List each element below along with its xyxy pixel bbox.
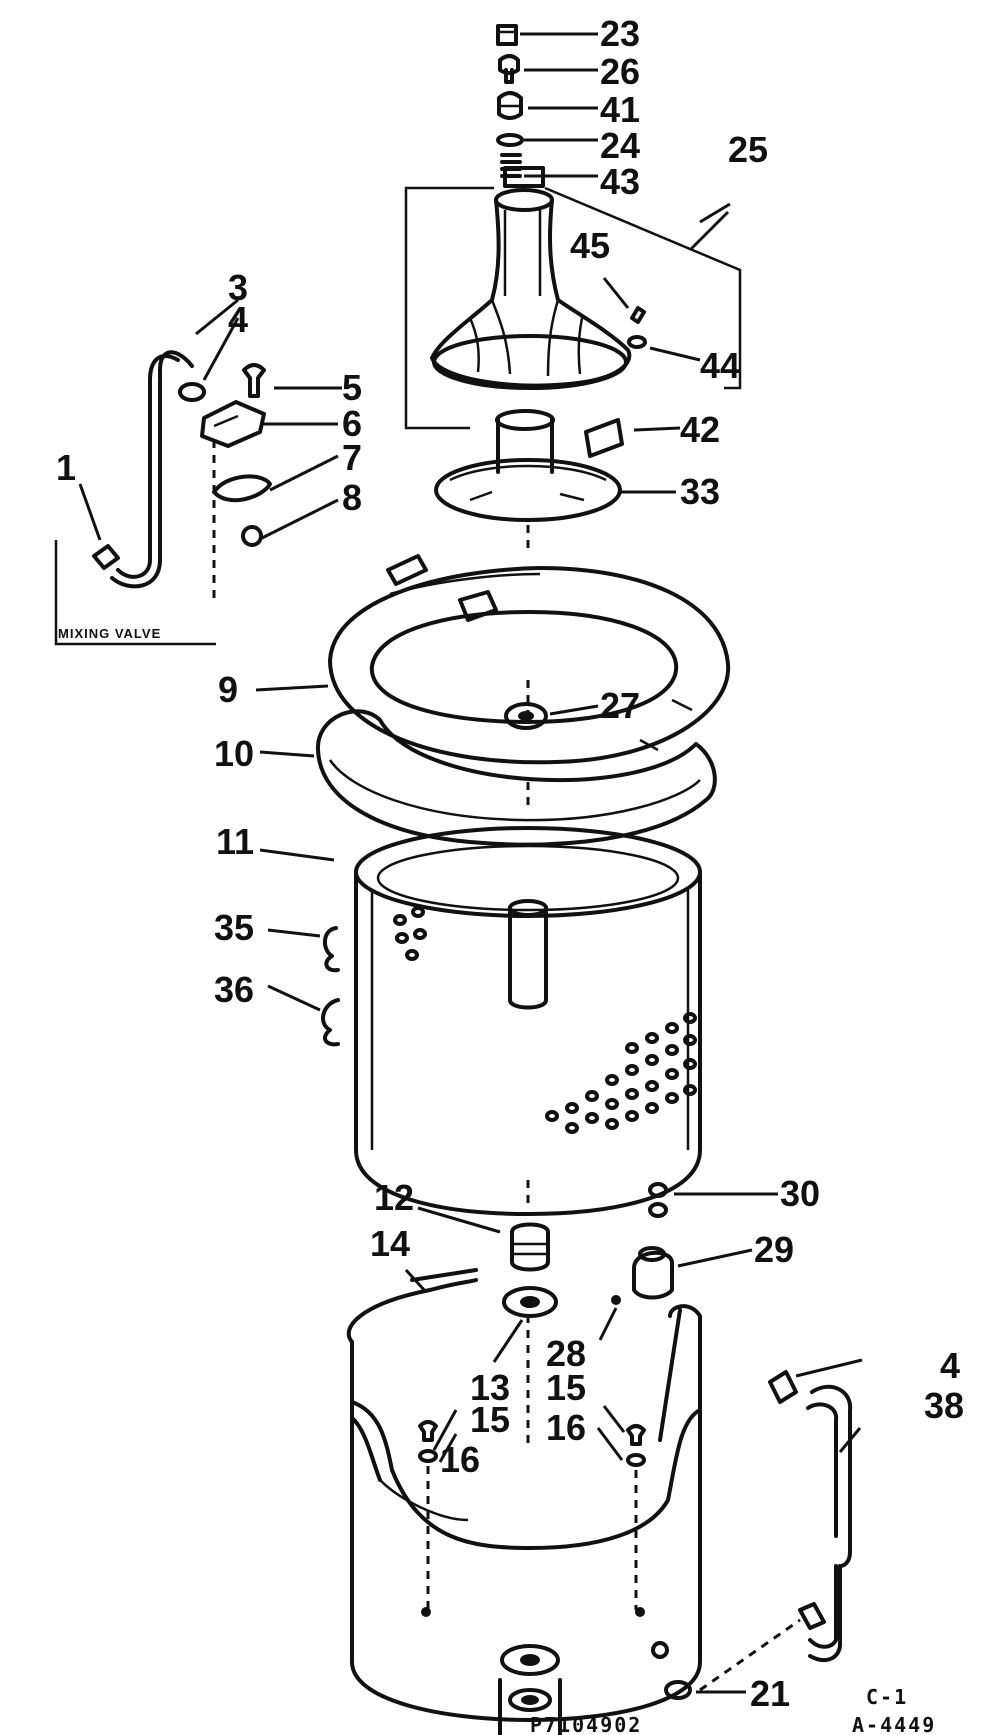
label-24: 24 (600, 125, 640, 166)
label-25: 25 (728, 129, 768, 170)
tub-ring-9 (328, 554, 731, 765)
washer-16-right (626, 1453, 646, 1467)
label-23: 23 (600, 13, 640, 54)
sheet-id: C-1 (866, 1685, 908, 1709)
label-36: 36 (214, 969, 254, 1010)
drain-hose-38 (699, 1384, 853, 1692)
label-35: 35 (214, 907, 254, 948)
tub-gasket-10 (315, 709, 717, 847)
label-42: 42 (680, 409, 720, 450)
label-14: 14 (370, 1223, 410, 1264)
fill-hose-3 (110, 350, 194, 589)
label-45: 45 (570, 225, 610, 266)
label-33: 33 (680, 471, 720, 512)
label-13: 13 (470, 1367, 510, 1408)
label-43: 43 (600, 161, 640, 202)
clip-44 (627, 335, 647, 349)
reference-code: A-4449 (852, 1713, 936, 1735)
label-10: 10 (214, 733, 254, 774)
agitator-nut-41 (497, 91, 523, 120)
label-15-right: 15 (546, 1367, 586, 1408)
seal-13 (502, 1286, 558, 1318)
label-8: 8 (342, 477, 362, 518)
clamp-4 (178, 382, 206, 402)
tub-nut-27 (504, 702, 548, 730)
label-26: 26 (600, 51, 640, 92)
label-15-left: 15 (470, 1399, 510, 1440)
label-3: 3 (228, 267, 248, 308)
label-29: 29 (754, 1229, 794, 1270)
label-27: 27 (600, 685, 640, 726)
label-12: 12 (374, 1177, 414, 1218)
drive-block-42 (584, 418, 624, 458)
label-11: 11 (216, 821, 254, 862)
outer-tub-14 (346, 1268, 702, 1735)
agitator-base-33 (434, 409, 622, 522)
label-6: 6 (342, 403, 362, 444)
nut-8 (241, 525, 263, 547)
assembly-bracket-25 (404, 186, 742, 430)
label-28: 28 (546, 1333, 586, 1374)
label-9: 9 (218, 669, 238, 710)
label-1: 1 (56, 447, 76, 488)
spin-basket-11 (354, 826, 702, 1216)
label-30: 30 (780, 1173, 820, 1214)
bolt-15-right (626, 1424, 646, 1446)
label-44: 44 (700, 345, 740, 386)
agitator-bolt-26 (498, 54, 520, 84)
bracket-6 (200, 400, 266, 448)
washer-24 (496, 133, 524, 147)
part-number: P7104902 (530, 1713, 642, 1735)
label-5: 5 (342, 367, 362, 408)
pump-29 (632, 1246, 674, 1300)
clip-36 (321, 998, 340, 1047)
washer-16-left (418, 1449, 438, 1463)
label-4-lower: 4 (940, 1345, 960, 1386)
mixing-valve-box (54, 540, 216, 646)
label-38: 38 (924, 1385, 964, 1426)
label-21: 21 (750, 1673, 790, 1714)
label-4-upper: 4 (228, 299, 248, 340)
pin-45 (630, 306, 646, 324)
label-7: 7 (342, 437, 362, 478)
nut-28 (611, 1295, 621, 1305)
label-41: 41 (600, 89, 640, 130)
gasket-7 (212, 474, 272, 503)
label-16-right: 16 (546, 1407, 586, 1448)
mixing-valve-1 (92, 544, 120, 570)
label-16-left: 16 (440, 1439, 480, 1480)
stud-30 (648, 1182, 668, 1218)
bearing-12 (510, 1222, 550, 1272)
screw-5 (242, 363, 266, 398)
clamp-4-lower (768, 1370, 798, 1404)
bolt-15-left (418, 1420, 438, 1442)
clip-35 (323, 926, 340, 973)
spring-43 (500, 153, 522, 178)
plug-21 (664, 1680, 692, 1700)
agitator-cap-23 (496, 24, 518, 46)
mixing-valve-label: MIXING VALVE (58, 626, 161, 641)
leader-lines (78, 32, 863, 1694)
